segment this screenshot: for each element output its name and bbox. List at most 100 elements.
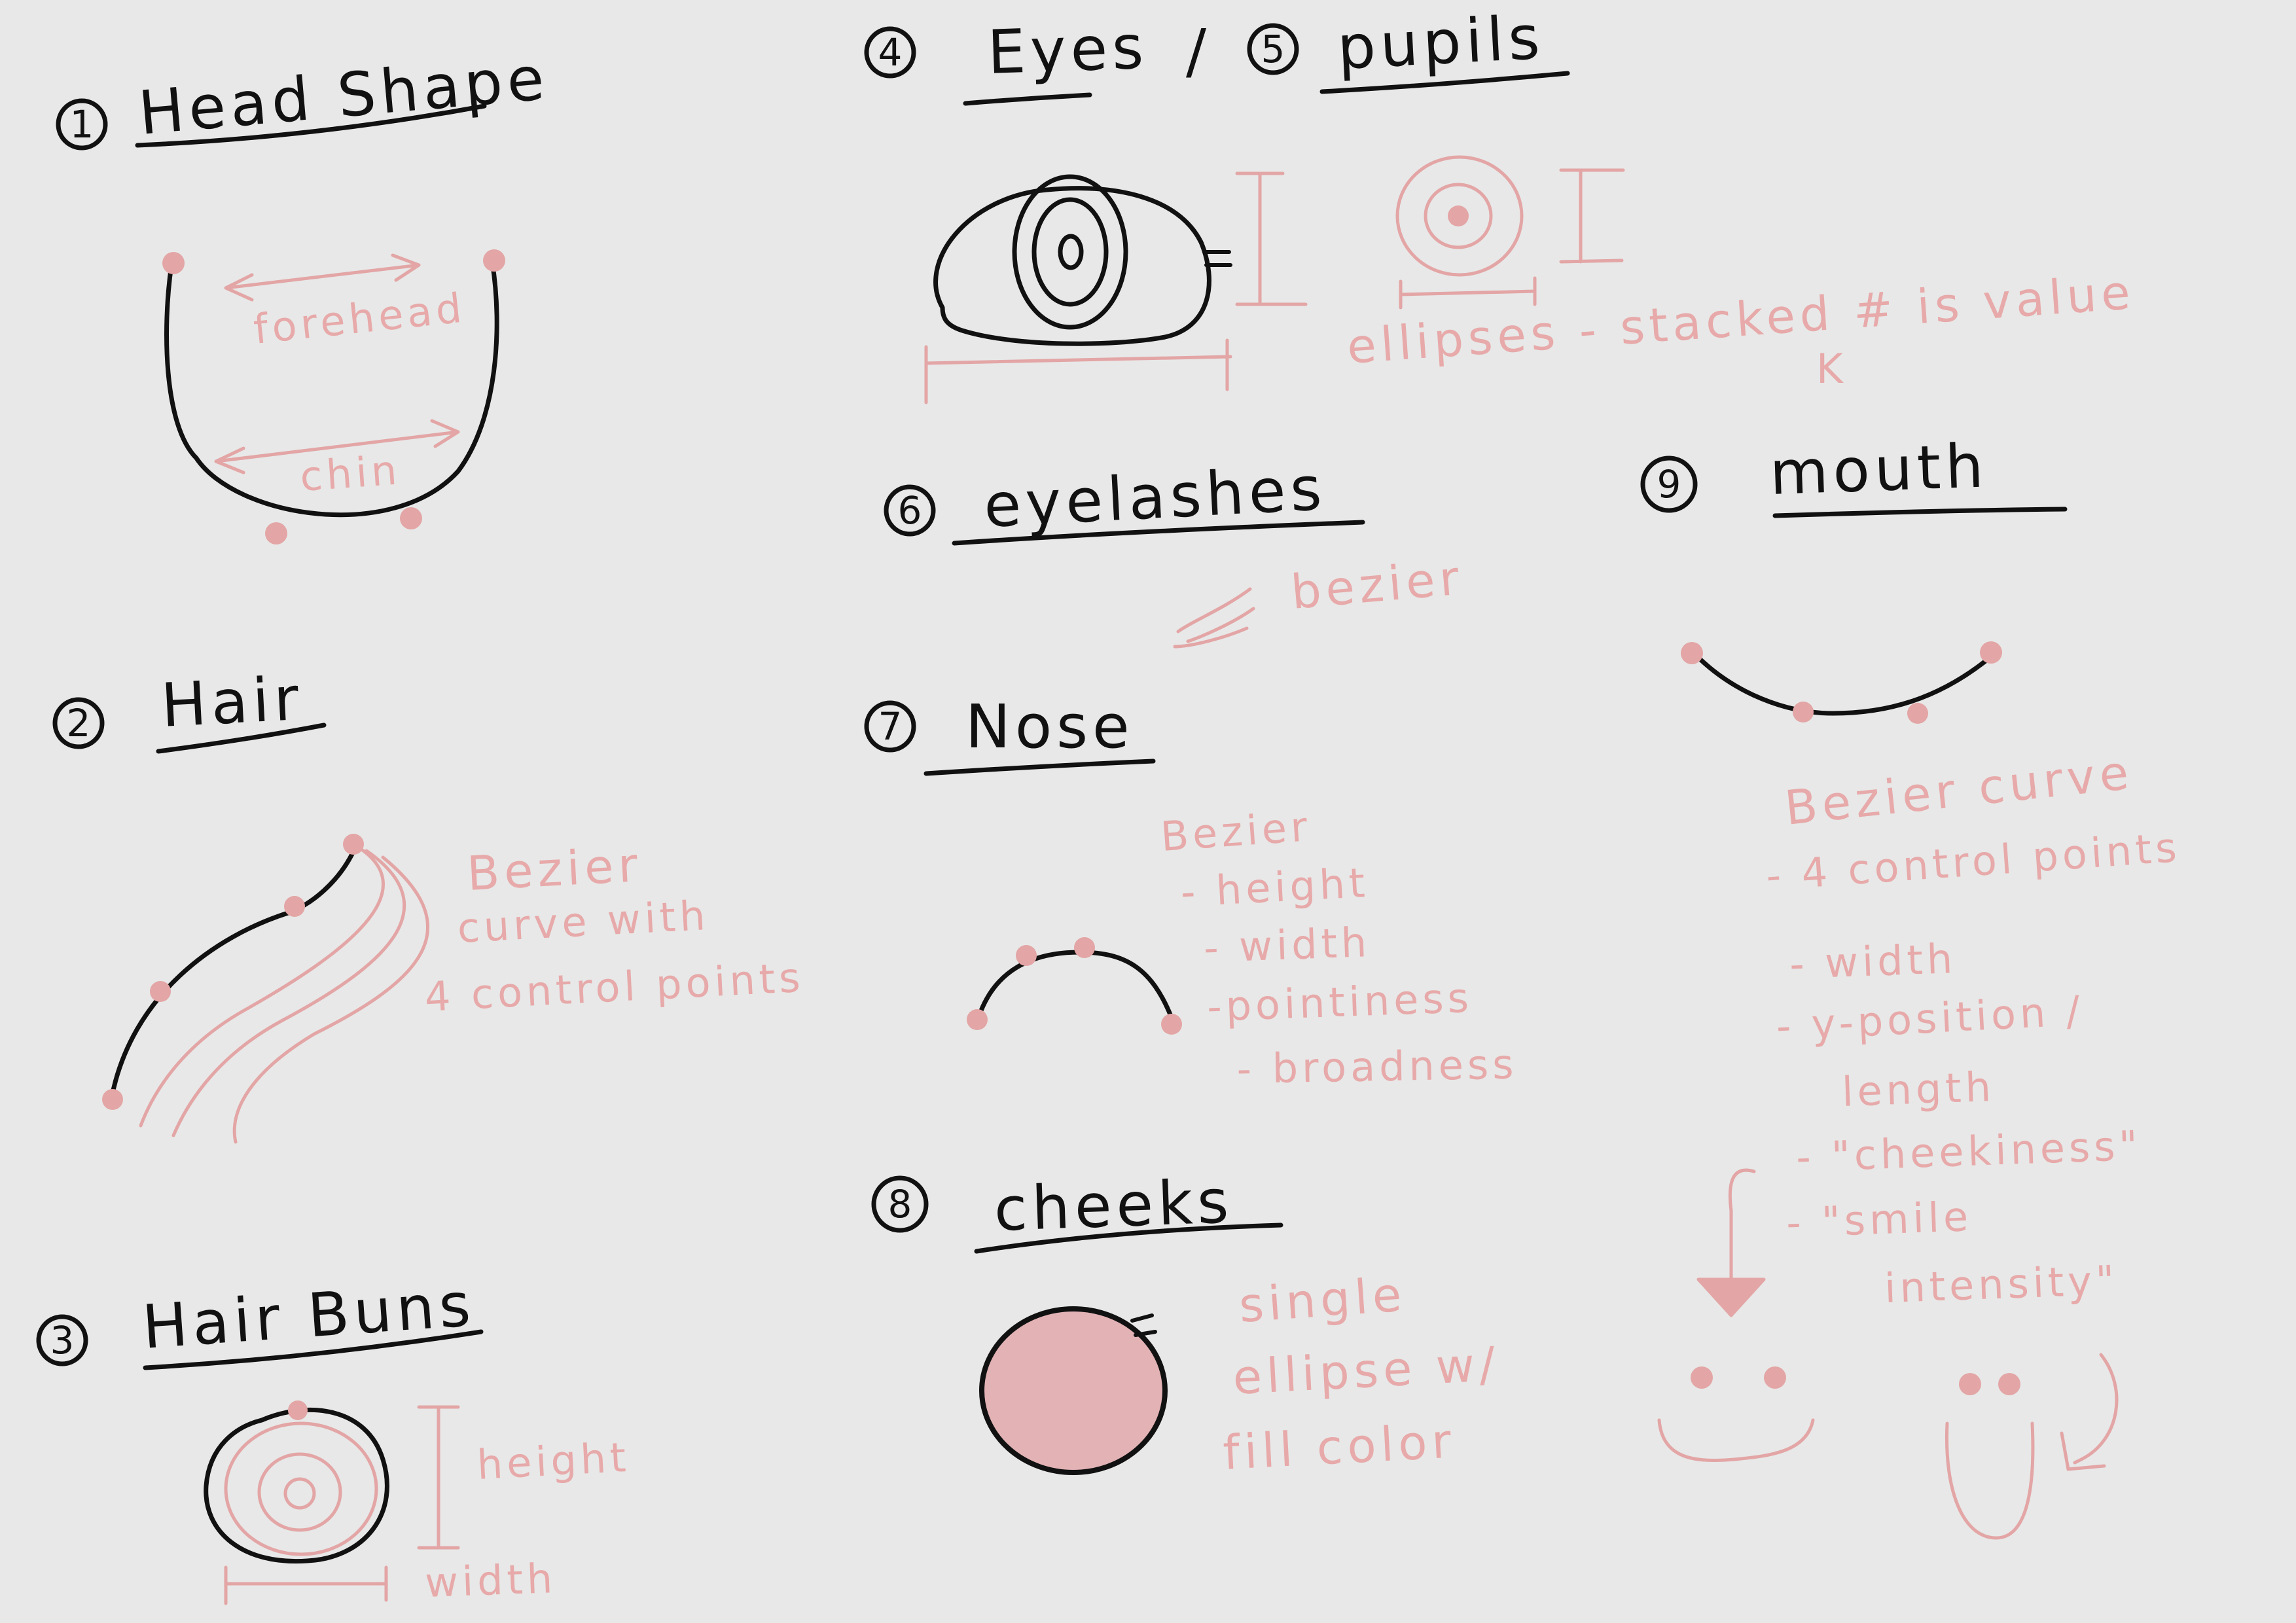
control-point — [1793, 702, 1814, 722]
section-number: 6 — [898, 488, 922, 533]
control-point — [1980, 641, 2002, 664]
eye-height-measure — [1235, 171, 1308, 306]
section-cheeks: 8 cheeks single ellipse w/ fill color — [871, 1166, 1501, 1480]
section-mouth: 9 mouth Bezier curve - 4 control points … — [1640, 431, 2182, 1540]
title-underline — [963, 92, 1092, 106]
hair-note-line: Bezier — [465, 837, 643, 901]
section-number-circle — [871, 1175, 929, 1233]
chin-arrow — [214, 419, 460, 474]
iris-inner-ellipse — [1031, 197, 1109, 307]
mouth-note-line: intensity" — [1884, 1257, 2119, 1312]
eyelash-bezier-sketch — [1173, 587, 1255, 649]
cheek-ellipse — [979, 1306, 1168, 1475]
section-eyelashes: 6 eyelashes bezier — [884, 454, 1465, 649]
section-title: pupils — [1336, 3, 1546, 83]
width-label: width — [424, 1554, 557, 1607]
face-eye — [1998, 1373, 2020, 1395]
section-title: Nose — [965, 692, 1134, 762]
eye-width-measure — [924, 338, 1232, 404]
section-number: 8 — [888, 1182, 912, 1226]
nose-note-line: - height — [1179, 859, 1370, 916]
eye-lash-stub — [1202, 250, 1232, 267]
mouth-note-line: - "cheekiness" — [1795, 1122, 2142, 1181]
pupil-guide-dot — [1448, 205, 1469, 226]
section-number: 2 — [67, 701, 91, 745]
control-point — [400, 507, 422, 529]
cheekiness-arrow — [1728, 1168, 1756, 1285]
head-outline — [164, 259, 499, 518]
mouth-note-line: - 4 control points — [1765, 823, 2182, 900]
cheekiness-arrowhead — [1696, 1277, 1766, 1317]
section-number: 3 — [50, 1318, 75, 1363]
title-separator: / — [1186, 16, 1211, 86]
control-point — [150, 981, 171, 1002]
hair-guide-curve — [139, 842, 385, 1128]
pupil-ellipse — [1058, 234, 1084, 270]
section-number-circle — [56, 98, 108, 151]
section-head-shape: 1 Head Shape forehead chin — [56, 43, 552, 544]
hair-note-line: 4 control points — [423, 954, 805, 1021]
title-underline — [1319, 71, 1570, 94]
cheeks-note-line: single — [1237, 1266, 1407, 1333]
section-number: 1 — [70, 102, 94, 147]
title-underline — [924, 758, 1156, 776]
hair-guide-curve — [171, 849, 406, 1137]
control-point — [288, 1400, 308, 1420]
section-number-circle — [864, 700, 916, 753]
section-number: 4 — [878, 30, 903, 75]
title-underline — [156, 722, 327, 754]
mouth-note-line: - "smile — [1785, 1192, 1973, 1247]
section-nose: 7 Nose Bezier - height - width -pointine… — [864, 692, 1518, 1093]
iris-ellipse — [1012, 174, 1128, 330]
nose-bezier-curve — [976, 950, 1174, 1020]
forehead-arrow — [224, 253, 421, 302]
face-eye — [1764, 1366, 1786, 1389]
pupil-height-measure — [1559, 168, 1625, 264]
eye-outline — [933, 186, 1211, 346]
chin-label: chin — [298, 446, 403, 501]
pupil-guide-ring — [1424, 183, 1493, 249]
mouth-note-line: - width — [1789, 935, 1957, 988]
control-point — [483, 249, 505, 272]
title-underline — [974, 1222, 1283, 1254]
pupils-note: ellipses - stacked # is value — [1345, 264, 2136, 374]
control-point — [284, 896, 305, 917]
forehead-label: forehead — [251, 283, 468, 353]
section-number-circle — [52, 697, 105, 749]
face-open-mouth — [1945, 1421, 2035, 1540]
section-title: cheeks — [993, 1166, 1234, 1245]
nose-note-line: Bezier — [1159, 802, 1313, 861]
bun-guide-ring — [224, 1421, 378, 1556]
intensity-arrowhead — [2060, 1431, 2106, 1471]
mouth-note-line: - y-position / — [1775, 986, 2085, 1050]
hair-guide-curve — [232, 855, 429, 1144]
bun-outline — [204, 1408, 389, 1564]
section-title: Hair — [160, 664, 305, 741]
control-point — [102, 1089, 123, 1110]
face-smile — [1657, 1418, 1815, 1462]
face-eye — [1959, 1373, 1981, 1395]
section-number: 9 — [1657, 462, 1681, 507]
section-number: 5 — [1261, 27, 1285, 71]
eyelashes-note: bezier — [1289, 550, 1465, 620]
section-title: Head Shape — [136, 43, 552, 149]
pupil-width-measure — [1399, 276, 1537, 310]
section-title: mouth — [1768, 431, 1989, 508]
control-point — [1074, 937, 1095, 958]
section-number-circle — [36, 1314, 88, 1366]
control-point — [1161, 1014, 1182, 1035]
mouth-bezier-curve — [1693, 652, 1992, 716]
width-measure — [224, 1565, 388, 1605]
section-title: Eyes — [986, 12, 1149, 87]
title-underline — [1772, 507, 2068, 518]
title-underline — [135, 103, 487, 148]
section-hair-buns: 3 Hair Buns height width — [36, 1270, 631, 1607]
title-underline — [143, 1329, 484, 1370]
section-number-circle — [1640, 455, 1698, 513]
pupils-note-mark: K — [1816, 345, 1847, 393]
control-point — [1907, 703, 1928, 724]
height-measure — [417, 1405, 460, 1550]
control-point — [1681, 642, 1703, 664]
nose-note-line: -pointiness — [1206, 974, 1473, 1031]
control-point — [162, 252, 185, 274]
